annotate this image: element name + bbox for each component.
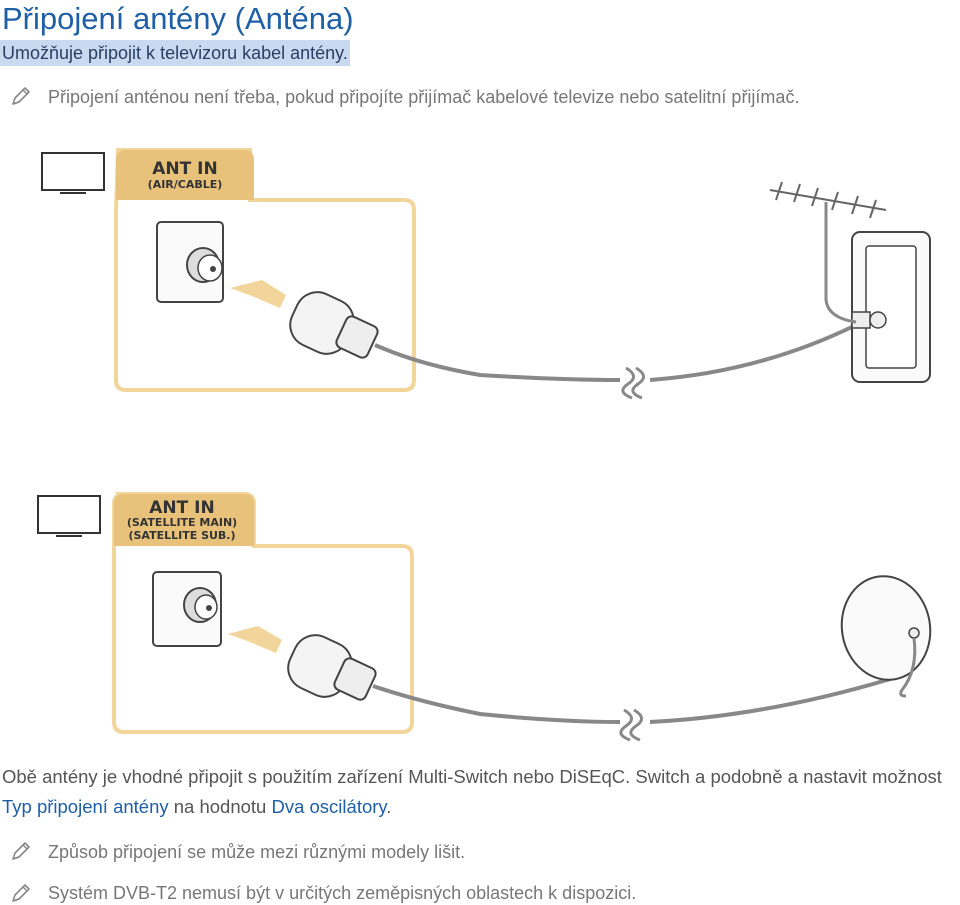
port-subtitle: (AIR/CABLE) [148, 178, 223, 191]
note-dvb: Systém DVB-T2 nemusí být v určitých země… [48, 883, 637, 903]
wall-antenna-socket [851, 231, 931, 383]
port-title: ANT IN [149, 498, 214, 518]
note-top: Připojení anténou není třeba, pokud přip… [48, 87, 800, 107]
cable-break-icon [619, 708, 643, 742]
body-text-part3: . [386, 796, 392, 817]
pen-icon [12, 842, 30, 860]
tv-satellite-socket [152, 571, 222, 647]
port-panel [112, 492, 414, 734]
pen-icon [12, 87, 30, 105]
insert-arrow [230, 280, 286, 308]
rooftop-antenna-icon [769, 181, 887, 324]
port-subtitle-main: (SATELLITE MAIN) [127, 516, 237, 529]
satellite-dish-icon [840, 575, 932, 698]
port-panel [114, 148, 416, 392]
note-models: Způsob připojení se může mezi různými mo… [48, 842, 466, 862]
antenna-connection-diagram: ANT IN (AIR/CABLE) [41, 148, 931, 400]
tv-icon [37, 495, 101, 537]
body-text-part2: na hodnotu [168, 796, 272, 817]
insert-arrow [228, 626, 282, 653]
tv-icon [41, 152, 105, 194]
page-subtitle: Umožňuje připojit k televizoru kabel ant… [0, 40, 350, 66]
tv-coax-socket [156, 221, 224, 303]
satellite-connection-diagram: ANT IN (SATELLITE MAIN) (SATELLITE SUB.) [37, 492, 932, 742]
page-title: Připojení antény (Anténa) [2, 1, 354, 36]
antenna-type-option: Typ připojení antény [2, 796, 169, 817]
port-subtitle-sub: (SATELLITE SUB.) [128, 529, 235, 542]
dual-oscillator-value: Dva oscilátory [271, 796, 387, 817]
coax-plug [289, 291, 379, 359]
satellite-plug [287, 634, 377, 701]
port-title: ANT IN [152, 159, 217, 179]
cable-break-icon [621, 366, 645, 400]
body-paragraph: Obě antény je vhodné připojit s použitím… [2, 762, 960, 822]
pen-icon [12, 884, 30, 902]
body-text-part1: Obě antény je vhodné připojit s použitím… [2, 766, 942, 787]
